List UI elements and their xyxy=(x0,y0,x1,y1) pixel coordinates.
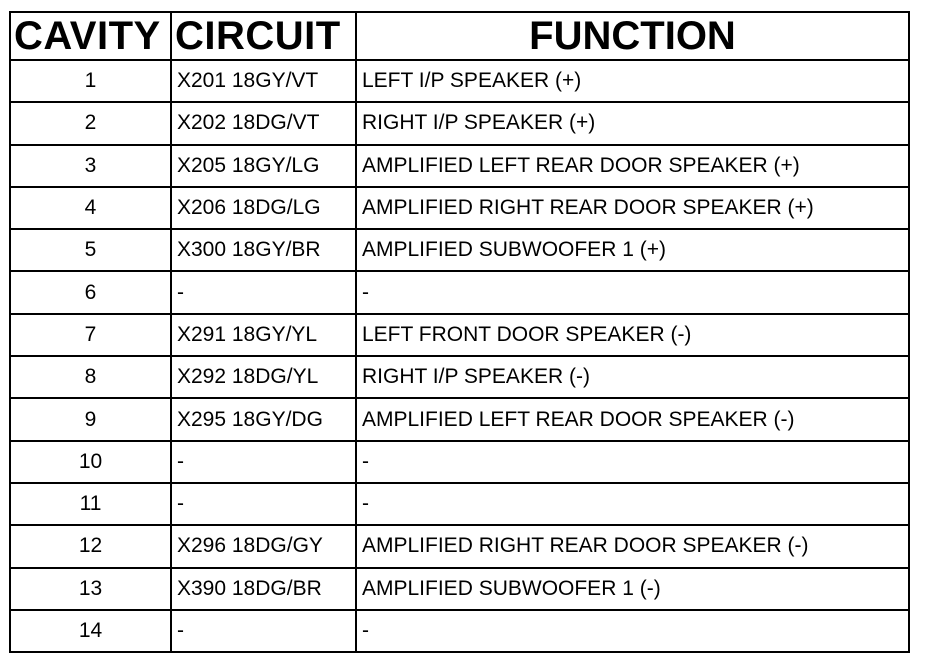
function-cell: - xyxy=(355,481,910,527)
cavity-cell: 3 xyxy=(9,143,172,188)
cavity-cell: 12 xyxy=(9,524,172,569)
circuit-cell: - xyxy=(170,270,357,315)
function-cell: AMPLIFIED LEFT REAR DOOR SPEAKER (+) xyxy=(355,143,910,188)
function-cell: - xyxy=(355,608,910,654)
circuit-cell: - xyxy=(170,608,357,654)
circuit-cell: X291 18GY/YL xyxy=(170,312,357,358)
table-row: 14-- xyxy=(9,608,910,654)
function-cell: RIGHT I/P SPEAKER (-) xyxy=(355,355,910,400)
cavity-header: CAVITY xyxy=(9,11,172,61)
function-cell: AMPLIFIED LEFT REAR DOOR SPEAKER (-) xyxy=(355,397,910,442)
circuit-cell: - xyxy=(170,481,357,527)
table-row: 11-- xyxy=(9,481,910,527)
circuit-cell: X206 18DG/LG xyxy=(170,185,357,231)
circuit-cell: X205 18GY/LG xyxy=(170,143,357,188)
circuit-cell: X390 18DG/BR xyxy=(170,566,357,611)
circuit-cell: X292 18DG/YL xyxy=(170,355,357,400)
circuit-cell: - xyxy=(170,439,357,484)
circuit-cell: X202 18DG/VT xyxy=(170,101,357,146)
cavity-cell: 1 xyxy=(9,58,172,104)
cavity-cell: 11 xyxy=(9,481,172,527)
function-cell: RIGHT I/P SPEAKER (+) xyxy=(355,101,910,146)
header-row: CAVITY CIRCUIT FUNCTION xyxy=(9,11,910,61)
function-cell: AMPLIFIED RIGHT REAR DOOR SPEAKER (+) xyxy=(355,185,910,231)
function-cell: - xyxy=(355,270,910,315)
circuit-header: CIRCUIT xyxy=(170,11,357,61)
function-cell: AMPLIFIED SUBWOOFER 1 (-) xyxy=(355,566,910,611)
cavity-cell: 5 xyxy=(9,228,172,273)
function-cell: LEFT I/P SPEAKER (+) xyxy=(355,58,910,104)
function-cell: AMPLIFIED RIGHT REAR DOOR SPEAKER (-) xyxy=(355,524,910,569)
function-cell: LEFT FRONT DOOR SPEAKER (-) xyxy=(355,312,910,358)
circuit-cell: X300 18GY/BR xyxy=(170,228,357,273)
circuit-cell: X295 18GY/DG xyxy=(170,397,357,442)
cavity-cell: 6 xyxy=(9,270,172,315)
cavity-cell: 8 xyxy=(9,355,172,400)
cavity-cell: 9 xyxy=(9,397,172,442)
cavity-cell: 4 xyxy=(9,185,172,231)
table-row: 10-- xyxy=(9,439,910,484)
cavity-cell: 7 xyxy=(9,312,172,358)
cavity-cell: 13 xyxy=(9,566,172,611)
function-header: FUNCTION xyxy=(355,11,910,61)
cavity-cell: 10 xyxy=(9,439,172,484)
cavity-cell: 14 xyxy=(9,608,172,654)
function-cell: - xyxy=(355,439,910,484)
table-row: 6-- xyxy=(9,270,910,315)
cavity-cell: 2 xyxy=(9,101,172,146)
circuit-cell: X201 18GY/VT xyxy=(170,58,357,104)
function-cell: AMPLIFIED SUBWOOFER 1 (+) xyxy=(355,228,910,273)
circuit-cell: X296 18DG/GY xyxy=(170,524,357,569)
